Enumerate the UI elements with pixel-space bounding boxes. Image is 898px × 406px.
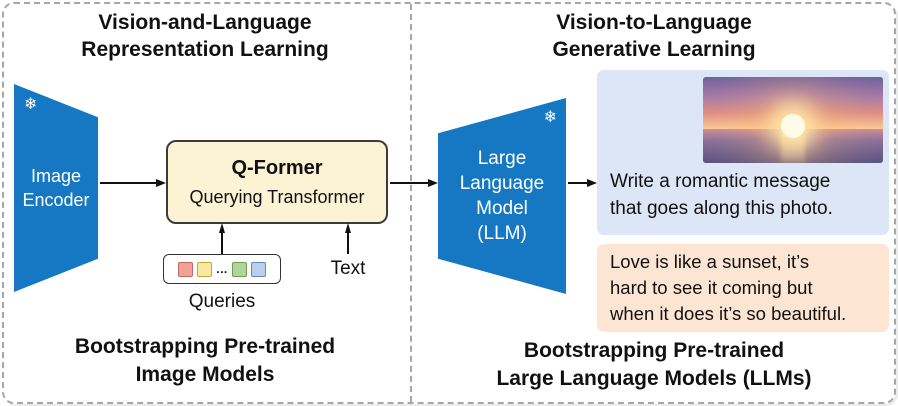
llm-label-line4: (LLM) <box>477 223 527 244</box>
right-title-line2: Generative Learning <box>552 38 756 61</box>
query-token-yellow <box>197 261 213 277</box>
prompt-text-line2: that goes along this photo. <box>610 198 833 219</box>
left-panel-caption: Bootstrapping Pre-trained Image Models <box>0 333 410 389</box>
query-tokens-strip: ... <box>163 254 281 284</box>
prompt-text: Write a romantic message that goes along… <box>610 168 833 222</box>
left-title-line2: Representation Learning <box>81 38 329 61</box>
right-caption-line2: Large Language Models (LLMs) <box>496 367 812 390</box>
snowflake-icon: ❄ <box>24 96 38 113</box>
photo-sun <box>781 114 805 139</box>
prompt-text-line1: Write a romantic message <box>610 171 831 192</box>
text-input-label: Text <box>330 258 366 279</box>
qformer-subtitle: Querying Transformer <box>189 186 365 207</box>
qformer-box: Q-Former Querying Transformer <box>166 140 388 224</box>
image-encoder-label-line1: Image <box>30 166 82 186</box>
queries-label: Queries <box>188 291 256 312</box>
arrow-qformer-to-llm <box>390 179 438 187</box>
llm-label-line2: Language <box>459 173 545 194</box>
query-tokens-ellipsis: ... <box>216 262 228 276</box>
query-token-red <box>178 261 194 277</box>
left-title-line1: Vision-and-Language <box>98 11 312 34</box>
left-panel-title: Vision-and-Language Representation Learn… <box>0 9 410 63</box>
llm-label-line1: Large <box>477 148 527 169</box>
left-caption-line1: Bootstrapping Pre-trained <box>74 335 336 358</box>
llm-label-line3: Model <box>476 198 528 219</box>
arrow-text-to-qformer <box>344 223 351 254</box>
right-title-line1: Vision-to-Language <box>556 11 752 34</box>
query-token-blue <box>250 261 266 277</box>
response-text-line1: Love is like a sunset, it’s <box>610 251 810 272</box>
qformer-title: Q-Former <box>231 156 323 179</box>
right-panel-title: Vision-to-Language Generative Learning <box>412 9 896 63</box>
response-text-line2: hard to see it coming but <box>610 277 813 298</box>
arrow-encoder-to-qformer <box>100 179 166 187</box>
llm-block: ❄ Large Language Model (LLM) <box>438 98 566 294</box>
right-caption-line1: Bootstrapping Pre-trained <box>523 339 785 362</box>
response-text-line3: when it does it’s so beautiful. <box>610 303 847 324</box>
snowflake-icon: ❄ <box>543 109 557 126</box>
query-token-green <box>231 261 247 277</box>
response-box: Love is like a sunset, it’s hard to see … <box>597 244 889 332</box>
arrow-llm-to-output <box>568 179 597 187</box>
image-encoder-block: ❄ Image Encoder <box>14 84 98 292</box>
right-panel-caption: Bootstrapping Pre-trained Large Language… <box>412 337 896 393</box>
left-caption-line2: Image Models <box>135 363 275 386</box>
panel-divider <box>410 4 412 402</box>
prompt-box: Write a romantic message that goes along… <box>597 70 889 235</box>
sunset-photo <box>703 77 883 163</box>
image-encoder-label-line2: Encoder <box>22 190 90 210</box>
arrow-queries-to-qformer <box>218 223 225 254</box>
